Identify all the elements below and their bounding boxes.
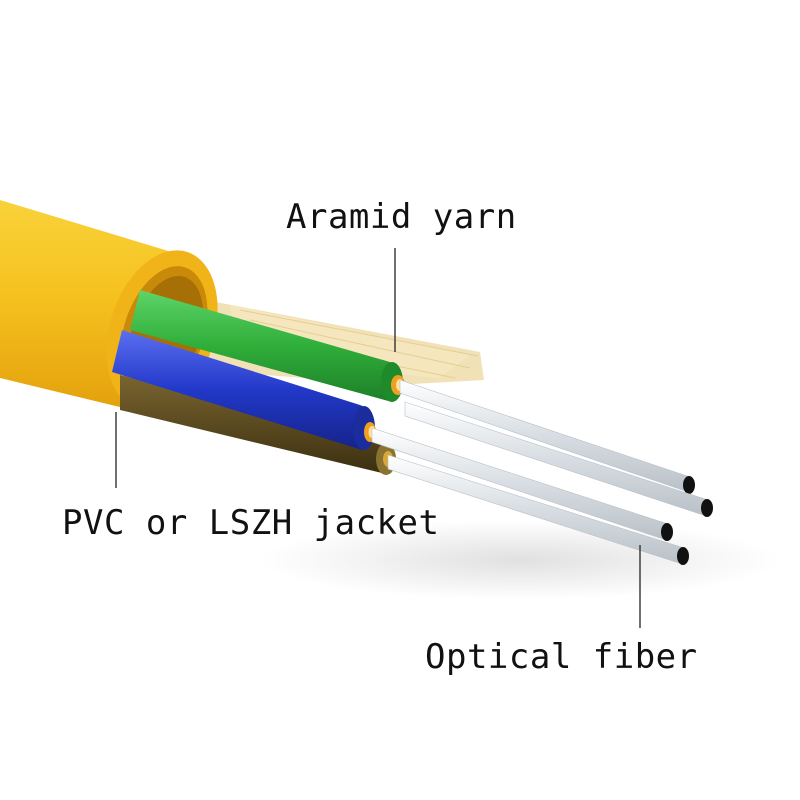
optical-fiber-strand xyxy=(371,427,673,541)
optical-fiber-strand xyxy=(399,379,695,494)
optical-fiber-strand xyxy=(387,454,689,565)
optical-fiber-label: Optical fiber xyxy=(425,637,698,677)
jacket-label: PVC or LSZH jacket xyxy=(62,503,440,543)
optical-fibers xyxy=(371,379,713,565)
optical-fiber-strand xyxy=(404,401,713,517)
aramid-yarn-label: Aramid yarn xyxy=(286,197,517,237)
